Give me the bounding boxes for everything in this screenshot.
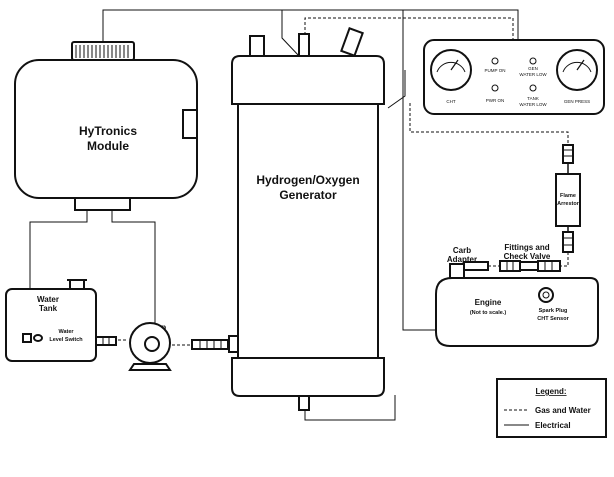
arrestor-body	[555, 173, 581, 227]
engine: Engine (Not to scale.) Spark Plug CHT Se…	[435, 277, 599, 347]
gen-press-gauge-needle	[576, 59, 585, 71]
module-label-line2: Module	[87, 139, 129, 153]
fitting-2	[537, 260, 561, 272]
gen-water-low-label-line2: WATER LOW	[519, 72, 547, 77]
legend-electrical-label: Electrical	[535, 421, 571, 430]
arrestor-label-line1: Flame	[560, 193, 576, 199]
generator-body	[237, 103, 379, 359]
carb-adapter-body	[449, 263, 465, 279]
arrestor-label-line2: Arrestor	[557, 201, 580, 207]
line-generator-panel	[304, 17, 514, 40]
fittings-label-line1: Fittings and	[504, 243, 549, 252]
water-tank-label-line2: Tank	[39, 304, 58, 313]
line-arrestor-fittings	[560, 252, 569, 267]
cht-gauge-label: CHT	[446, 99, 455, 104]
spark-plug-center	[542, 291, 550, 299]
pump-generator-fitting	[191, 339, 229, 350]
line-panel-arrestor	[409, 103, 569, 145]
generator-inlet	[228, 335, 239, 353]
legend-gas-water-label: Gas and Water	[535, 406, 591, 415]
panel-body	[423, 39, 605, 115]
engine-body	[435, 277, 599, 347]
pump: Pump	[95, 322, 229, 371]
wire-generator-top	[281, 10, 301, 58]
carb-adapter-label-line2: Adapter	[447, 255, 477, 264]
electrical-wires	[29, 9, 519, 421]
check-valve	[519, 261, 539, 271]
generator-label-line1: Hydrogen/Oxygen	[256, 173, 359, 187]
engine-label: Engine	[475, 298, 502, 307]
pump-impeller	[144, 336, 160, 352]
spark-plug-label-line1: Spark Plug	[539, 308, 568, 314]
generator-lid	[231, 55, 385, 105]
water-tank-label-line1: Water	[37, 295, 59, 304]
tank-water-low-label-line2: WATER LOW	[519, 102, 547, 107]
fittings-label-line2: Check Valve	[504, 252, 551, 261]
flame-arrestor: Flame Arrestor	[555, 144, 581, 267]
wire-generator-side	[387, 70, 406, 109]
gen-water-low-label-line1: GEN	[528, 66, 538, 71]
fitting-1	[499, 260, 521, 272]
pump-base	[128, 363, 172, 371]
tank-water-low-light	[529, 84, 537, 92]
hydrogen-oxygen-generator: Hydrogen/Oxygen Generator	[228, 27, 385, 411]
wire-module-pump	[111, 210, 156, 326]
water-tank-cap	[69, 279, 85, 290]
generator-fitting-right	[340, 27, 364, 57]
arrestor-bottom-fitting	[562, 231, 574, 253]
water-level-switch-float	[33, 334, 43, 342]
pump-on-light	[491, 57, 499, 65]
pwr-on-light	[491, 84, 499, 92]
gen-press-gauge-label: GEN PRESS	[564, 99, 590, 104]
hytronics-module: HyTronics Module	[14, 41, 198, 211]
generator-label-line2: Generator	[279, 188, 337, 202]
spark-plug-cht-sensor	[538, 287, 554, 303]
wire-module-panel	[102, 9, 519, 42]
wire-module-level-switch	[29, 210, 88, 322]
cht-gauge-needle	[450, 59, 459, 71]
module-base	[74, 197, 131, 211]
generator-fitting-middle	[298, 33, 310, 57]
level-switch-label-line2: Level Switch	[49, 337, 83, 343]
legend: Legend: Gas and Water Electrical	[496, 378, 607, 438]
wire-generator-bottom	[304, 395, 396, 421]
carb-adapter-label-line1: Carb	[453, 246, 471, 255]
generator-drain	[298, 395, 310, 411]
generator-base	[231, 357, 385, 397]
carb-adapter-tube	[463, 261, 489, 271]
spark-plug-label-line2: CHT Sensor	[537, 316, 569, 322]
module-connector	[71, 41, 135, 61]
arrestor-top-fitting	[562, 144, 574, 164]
carb-adapter: Carb Adapter	[447, 246, 489, 279]
pump-on-label: PUMP ON	[485, 68, 506, 73]
level-switch-label-line1: Water	[58, 329, 74, 335]
legend-title: Legend:	[535, 387, 566, 396]
control-panel: CHT GEN PRESS PUMP ON GEN WATER LOW PWR …	[423, 39, 605, 115]
legend-box	[496, 378, 607, 438]
tank-water-low-label-line1: TANK	[527, 96, 539, 101]
gen-water-low-light	[529, 57, 537, 65]
pwr-on-label: PWR ON	[486, 98, 505, 103]
water-tank: Water Tank Water Level Switch	[5, 279, 97, 362]
module-label-line1: HyTronics	[79, 124, 137, 138]
cht-gauge-scale	[436, 61, 466, 73]
tank-outlet-fitting	[95, 336, 117, 346]
engine-note: (Not to scale.)	[470, 310, 507, 316]
water-level-switch-box	[22, 333, 32, 343]
fittings-check-valve: Fittings and Check Valve	[499, 243, 561, 272]
gen-press-gauge-scale	[562, 61, 592, 73]
wire-generator-engine	[402, 10, 436, 331]
module-side-port	[182, 109, 198, 139]
